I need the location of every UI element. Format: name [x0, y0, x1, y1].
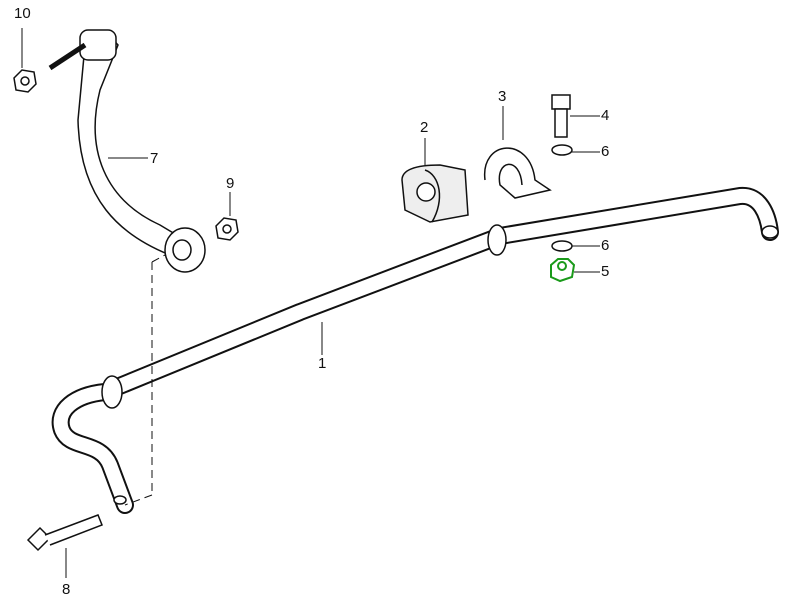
washer-part-6-lower[interactable] — [551, 240, 573, 252]
callout-3: 3 — [498, 88, 507, 105]
bar-bushing-left[interactable] — [101, 375, 123, 409]
callout-4: 4 — [601, 107, 610, 124]
callout-5: 5 — [601, 263, 610, 280]
rubber-mount-part-2[interactable] — [401, 164, 469, 223]
callout-6-lower: 6 — [601, 237, 610, 254]
callout-8: 8 — [62, 581, 71, 598]
nut-part-10[interactable] — [13, 69, 37, 93]
callout-2: 2 — [420, 119, 429, 136]
callout-6-upper: 6 — [601, 143, 610, 160]
callout-7: 7 — [150, 150, 159, 167]
nut-part-9[interactable] — [215, 217, 239, 241]
bolt-part-4[interactable] — [551, 94, 571, 138]
washer-part-6-upper[interactable] — [551, 144, 573, 156]
callout-1: 1 — [318, 355, 327, 372]
link-arm[interactable] — [48, 29, 206, 273]
stabilizer-bar[interactable] — [51, 187, 779, 514]
callout-9: 9 — [226, 175, 235, 192]
callout-10: 10 — [14, 5, 31, 22]
bolt-part-8[interactable] — [26, 514, 103, 552]
bar-bushing-right[interactable] — [487, 224, 507, 256]
clamp-part-3[interactable] — [484, 147, 552, 199]
nut-part-5-highlighted[interactable] — [550, 258, 576, 283]
